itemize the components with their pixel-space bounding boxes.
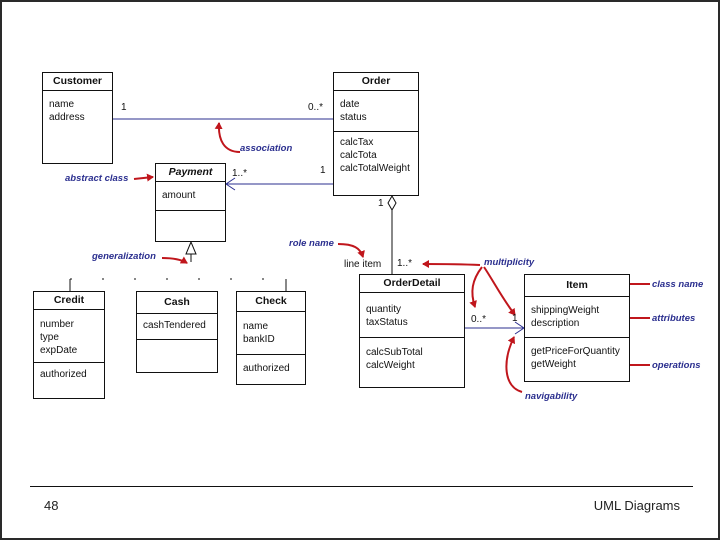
footer-rule [30,486,693,487]
class-orderdetail-op-calcsubtotal: calcSubTotal [366,347,423,358]
class-check-name: Check [237,292,305,312]
class-orderdetail-op-calcweight: calcWeight [366,360,415,371]
class-credit-attributes: number type expDate [34,310,104,363]
class-credit-name: Credit [34,292,104,310]
footer-title: UML Diagrams [593,498,680,513]
class-orderdetail-name: OrderDetail [360,275,464,293]
multiplicity-detail-item-detail-end: 0..* [471,314,487,325]
annotation-attributes: attributes [652,313,696,324]
arrow-multiplicity-detail [422,260,481,269]
class-customer-attr-name: name [49,99,75,110]
class-order-attr-date: date [340,99,360,110]
arrow-abstract-class [133,173,154,182]
class-order-name: Order [334,73,418,91]
class-cash-attributes: cashTendered [137,314,217,340]
class-credit-attr-number: number [40,319,74,330]
class-order-op-calctotalweight: calcTotalWeight [340,163,410,174]
class-orderdetail-operations: calcSubTotal calcWeight [360,338,464,377]
class-customer-attributes: name address [43,91,112,129]
arrow-multiplicity-left [469,266,483,308]
multiplicity-order-detail-detail-end: 1..* [397,258,413,269]
class-cash-attr-cashtendered: cashTendered [143,320,206,331]
class-order: Order date status calcTax calcTota calcT… [333,72,419,196]
class-check-attr-bankid: bankID [243,334,275,345]
class-order-attributes: date status [334,91,418,132]
multiplicity-order-detail-order-end: 1 [378,198,384,209]
annotation-association: association [240,143,293,154]
arrow-multiplicity-right [483,266,516,316]
multiplicity-order-end: 0..* [308,102,324,113]
class-item-op-getpriceforquantity: getPriceForQuantity [531,346,620,357]
navigability-arrow-payment [225,177,236,191]
class-customer-attr-address: address [49,112,85,123]
class-orderdetail-attr-quantity: quantity [366,304,402,315]
generalization-triangle [185,240,197,255]
class-item-attributes: shippingWeight description [525,297,629,338]
arrow-navigability [505,336,523,393]
class-credit-attr-type: type [40,332,59,343]
class-order-op-calctota: calcTota [340,150,377,161]
aggregation-diamond [387,194,397,212]
class-orderdetail-attr-taxstatus: taxStatus [366,317,408,328]
annotation-navigability: navigability [525,391,578,402]
page-number: 48 [44,498,59,513]
class-credit-operations: authorized [34,363,104,386]
class-payment-attr-amount: amount [162,190,196,201]
arrow-generalization [161,256,188,264]
class-customer-name: Customer [43,73,112,91]
annotation-operations: operations [652,360,701,371]
class-cash: Cash cashTendered [136,291,218,373]
class-order-attr-status: status [340,112,367,123]
multiplicity-order-payment-end: 1 [320,165,326,176]
class-item-op-getweight: getWeight [531,359,576,370]
class-order-operations: calcTax calcTota calcTotalWeight [334,132,418,180]
class-payment-attributes: amount [156,182,225,211]
annotation-class-name: class name [652,279,704,290]
class-check: Check name bankID authorized [236,291,306,385]
annotation-abstract-class: abstract class [65,173,129,184]
class-item: Item shippingWeight description getPrice… [524,274,630,382]
multiplicity-payment-end: 1..* [232,168,248,179]
class-cash-name: Cash [137,292,217,314]
annotation-multiplicity: multiplicity [484,257,535,268]
class-payment-name: Payment [156,164,225,182]
annotation-generalization: generalization [92,251,156,262]
class-check-op-authorized: authorized [243,363,290,374]
class-check-attributes: name bankID [237,312,305,355]
class-item-name: Item [525,275,629,297]
class-payment: Payment amount [155,163,226,242]
annotation-role-name: role name [289,238,334,249]
class-orderdetail-attributes: quantity taxStatus [360,293,464,338]
arrow-association [214,122,241,153]
multiplicity-customer-end: 1 [121,102,127,113]
class-customer: Customer name address [42,72,113,164]
class-item-attr-description: description [531,318,580,329]
class-orderdetail: OrderDetail quantity taxStatus calcSubTo… [359,274,465,388]
class-cash-operations [137,340,217,349]
arrow-role-name [337,243,365,258]
class-credit-attr-expdate: expDate [40,345,78,356]
multiplicity-detail-item-item-end: 1 [512,313,518,324]
class-check-attr-name: name [243,321,269,332]
class-item-operations: getPriceForQuantity getWeight [525,338,629,376]
class-credit: Credit number type expDate authorized [33,291,105,399]
role-name-line-item: line item [344,259,382,270]
class-item-attr-shippingweight: shippingWeight [531,305,600,316]
class-order-op-calctax: calcTax [340,137,374,148]
class-credit-op-authorized: authorized [40,369,87,380]
class-check-operations: authorized [237,355,305,380]
class-payment-operations [156,211,225,220]
